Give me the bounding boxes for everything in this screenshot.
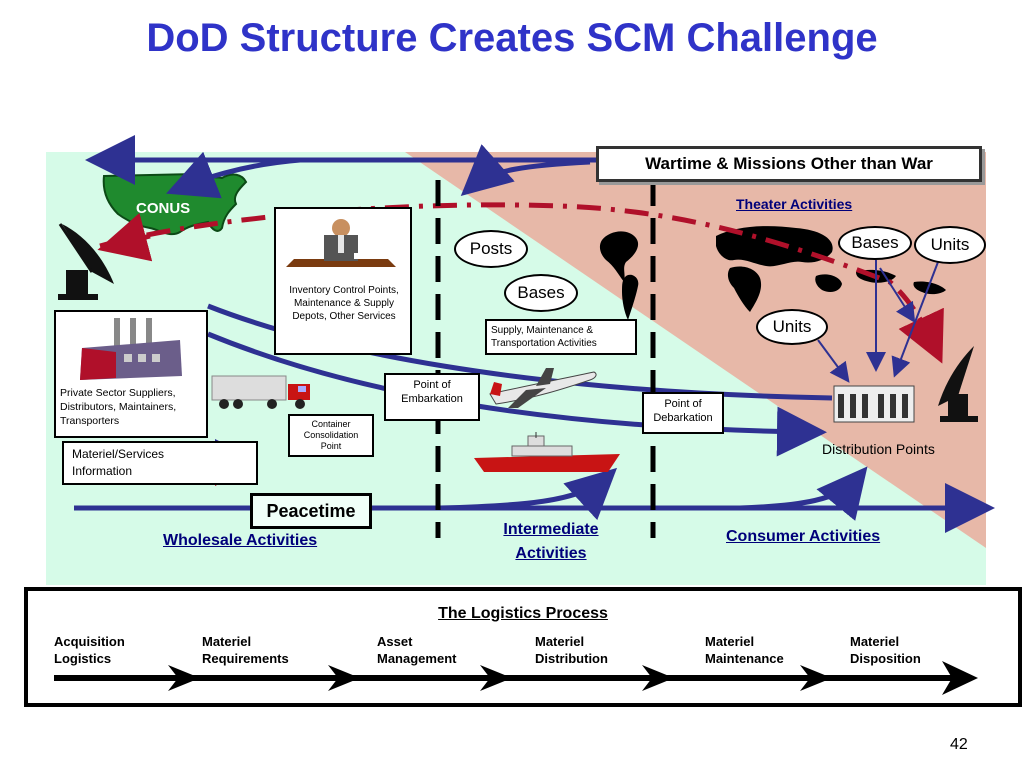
page-number: 42: [950, 736, 968, 753]
peacetime-label: Peacetime: [250, 493, 372, 529]
warehouse-icon: [833, 385, 915, 423]
supply-activities-label: Supply, Maintenance & Transportation Act…: [485, 319, 637, 355]
private-sector-box: Private Sector Suppliers, Distributors, …: [54, 310, 208, 438]
units-lower-oval: Units: [756, 309, 828, 345]
office-worker-icon: [286, 219, 396, 267]
distribution-points-label: Distribution Points: [822, 441, 935, 457]
process-step: Asset Management: [377, 634, 457, 666]
process-step: Acquisition Logistics: [54, 634, 125, 666]
truck-icon: [211, 375, 310, 409]
bases-theater-oval: Bases: [838, 226, 912, 260]
factory-icon: [80, 318, 182, 380]
satellite-dish-icon: [58, 223, 114, 300]
legend-information: Information: [72, 464, 133, 478]
wholesale-activities-heading: Wholesale Activities: [163, 532, 318, 549]
conus-label: CONUS: [136, 200, 191, 217]
units-theater-oval: Units: [914, 226, 986, 264]
airplane-icon: [489, 368, 597, 408]
ship-icon: [474, 432, 620, 472]
logistics-process-title: The Logistics Process: [438, 605, 608, 622]
theater-activities-heading: Theater Activities: [736, 196, 853, 212]
process-step: Materiel Distribution: [535, 634, 608, 666]
globe-map-icon: [599, 226, 946, 320]
inventory-control-label: Inventory Control Points, Maintenance & …: [289, 285, 399, 322]
container-consolidation-label: Container Consolidation Point: [288, 414, 374, 457]
process-step: Materiel Requirements: [202, 634, 289, 666]
logistics-process-box: The Logistics Process Acquisition Logist…: [24, 587, 1022, 707]
legend-materiel: Materiel/Services: [72, 447, 165, 461]
consumer-activities-heading: Consumer Activities: [726, 528, 881, 545]
point-of-debarkation: Point of Debarkation: [642, 392, 724, 434]
process-arrow: [54, 661, 978, 695]
intermediate-activities-heading: Intermediate Activities: [503, 521, 599, 562]
legend: Materiel/Services Information: [62, 441, 258, 485]
bases-oval: Bases: [504, 274, 578, 312]
posts-oval: Posts: [454, 230, 528, 268]
process-step: Materiel Maintenance: [705, 634, 784, 666]
page-title: DoD Structure Creates SCM Challenge: [146, 16, 878, 60]
inventory-control-box: Inventory Control Points, Maintenance & …: [274, 207, 412, 355]
wartime-label: Wartime & Missions Other than War: [596, 146, 982, 182]
satellite-dish-icon: [938, 346, 978, 422]
point-of-embarkation: Point of Embarkation: [384, 373, 480, 421]
process-step: Materiel Disposition: [850, 634, 921, 666]
private-sector-label: Private Sector Suppliers, Distributors, …: [60, 387, 177, 427]
